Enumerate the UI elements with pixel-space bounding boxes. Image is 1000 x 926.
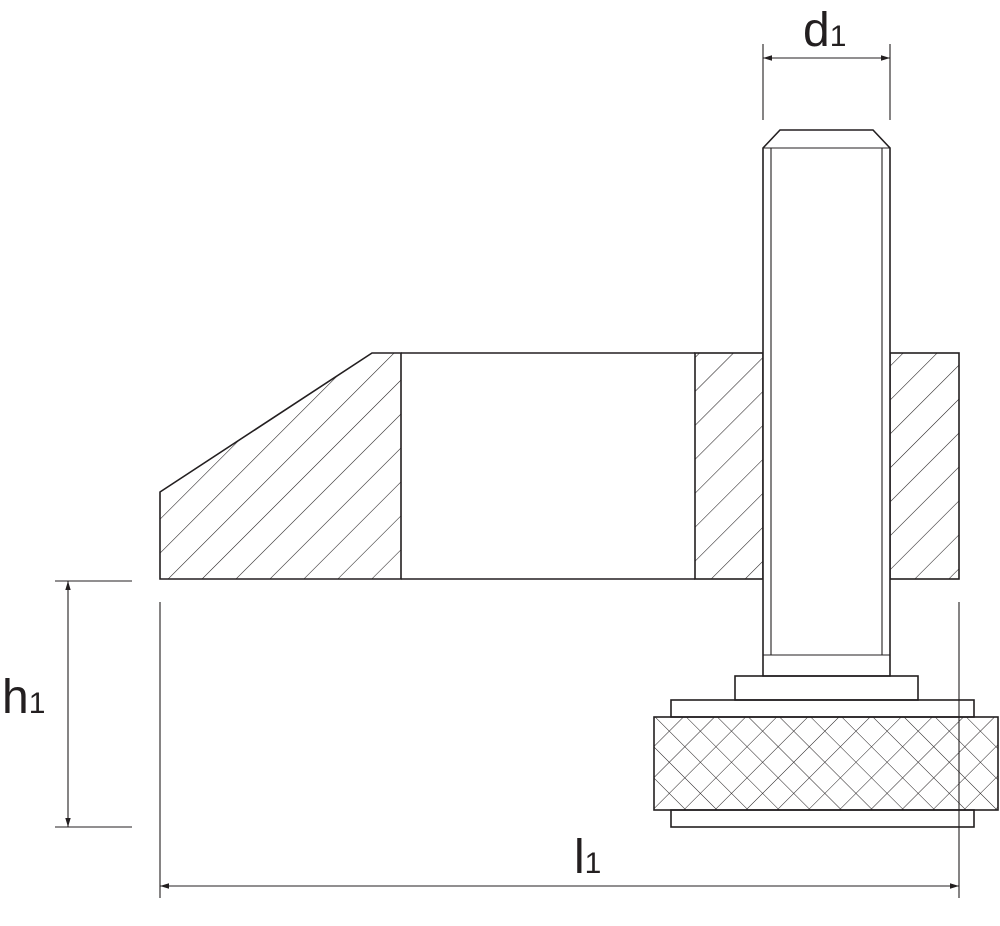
dimension-h1: h1: [2, 580, 132, 828]
clamp-body-right-section-b: [889, 352, 960, 580]
dimension-l1: l1: [159, 602, 960, 898]
clamp-body-left-section: [159, 352, 402, 580]
dimension-l1-label: l1: [574, 831, 601, 884]
clamp-slot-opening: [401, 352, 695, 580]
screw-shank: [762, 129, 891, 677]
screw-collar: [670, 675, 975, 718]
dimension-d1: d1: [762, 4, 891, 120]
knurled-knob: [653, 716, 999, 828]
clamp-body-right-section-a: [694, 352, 764, 580]
dimension-d1-label: d1: [803, 4, 846, 57]
dimension-h1-label: h1: [2, 671, 45, 724]
